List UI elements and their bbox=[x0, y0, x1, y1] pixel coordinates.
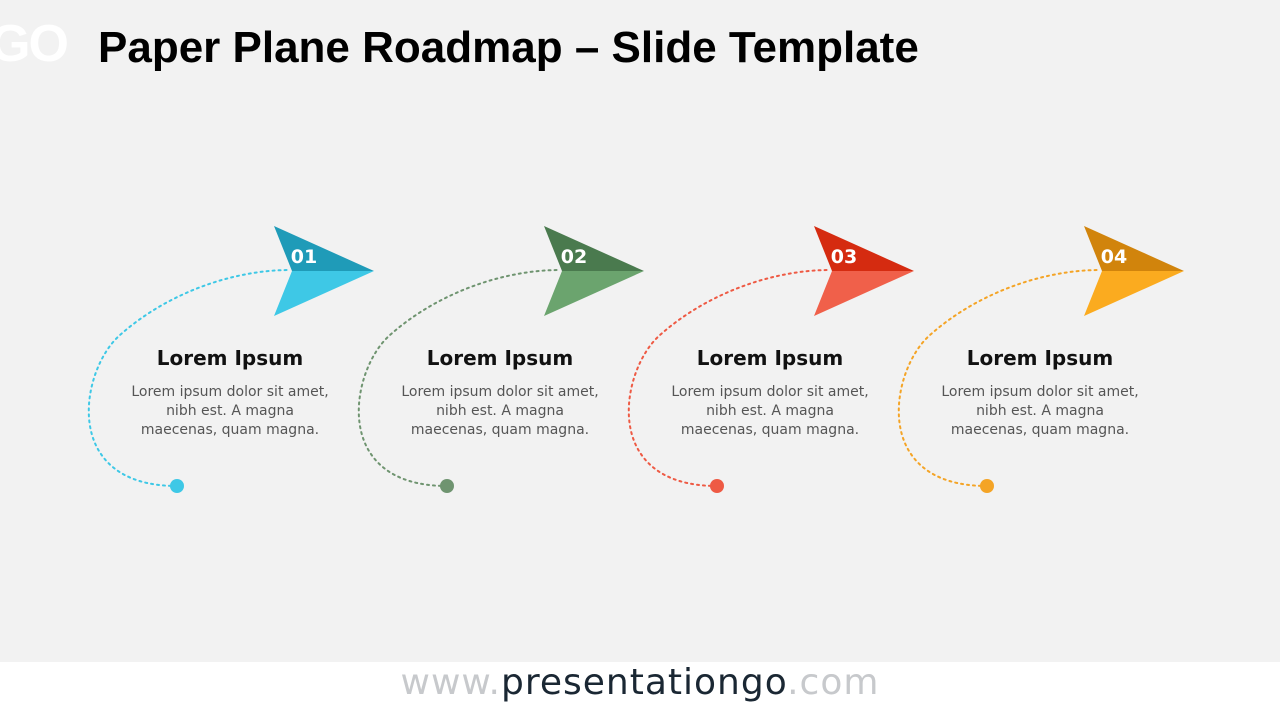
footer-url[interactable]: www.presentationgo.com bbox=[0, 662, 1280, 720]
start-dot bbox=[710, 479, 724, 493]
paper-plane-bottom-wing bbox=[274, 271, 374, 316]
step-4: 04 bbox=[897, 226, 1184, 493]
start-dot bbox=[980, 479, 994, 493]
step-description: Lorem ipsum dolor sit amet, nibh est. A … bbox=[941, 384, 1139, 438]
flight-path bbox=[627, 269, 831, 487]
logo-mark: GO bbox=[0, 15, 69, 73]
step-heading: Lorem Ipsum bbox=[156, 346, 304, 370]
step-heading: Lorem Ipsum bbox=[696, 346, 844, 370]
start-dot bbox=[440, 479, 454, 493]
footer-url-domain: presentationgo bbox=[501, 662, 788, 703]
paper-plane-top-wing bbox=[814, 226, 914, 271]
paper-plane-bottom-wing bbox=[1084, 271, 1184, 316]
flight-path bbox=[357, 269, 561, 487]
page-title: Paper Plane Roadmap – Slide Template bbox=[98, 23, 919, 72]
step-description: Lorem ipsum dolor sit amet, nibh est. A … bbox=[401, 384, 599, 438]
paper-plane-top-wing bbox=[1084, 226, 1184, 271]
roadmap-diagram: 01 02 03 04 bbox=[87, 226, 1184, 493]
footer-url-prefix: www. bbox=[400, 662, 501, 703]
paper-plane-top-wing bbox=[544, 226, 644, 271]
paper-plane-bottom-wing bbox=[544, 271, 644, 316]
paper-plane-bottom-wing bbox=[814, 271, 914, 316]
flight-path bbox=[87, 269, 291, 487]
start-dot bbox=[170, 479, 184, 493]
step-2: 02 bbox=[357, 226, 644, 493]
step-number: 02 bbox=[561, 246, 587, 268]
step-1: 01 bbox=[87, 226, 374, 493]
step-description: Lorem ipsum dolor sit amet, nibh est. A … bbox=[131, 384, 329, 438]
step-heading: Lorem Ipsum bbox=[966, 346, 1114, 370]
step-3: 03 bbox=[627, 226, 914, 493]
footer-url-suffix: .com bbox=[787, 662, 880, 703]
step-number: 01 bbox=[291, 246, 317, 268]
paper-plane-top-wing bbox=[274, 226, 374, 271]
step-heading: Lorem Ipsum bbox=[426, 346, 574, 370]
flight-path bbox=[897, 269, 1101, 487]
step-description: Lorem ipsum dolor sit amet, nibh est. A … bbox=[671, 384, 869, 438]
step-number: 03 bbox=[831, 246, 857, 268]
step-number: 04 bbox=[1101, 246, 1127, 268]
